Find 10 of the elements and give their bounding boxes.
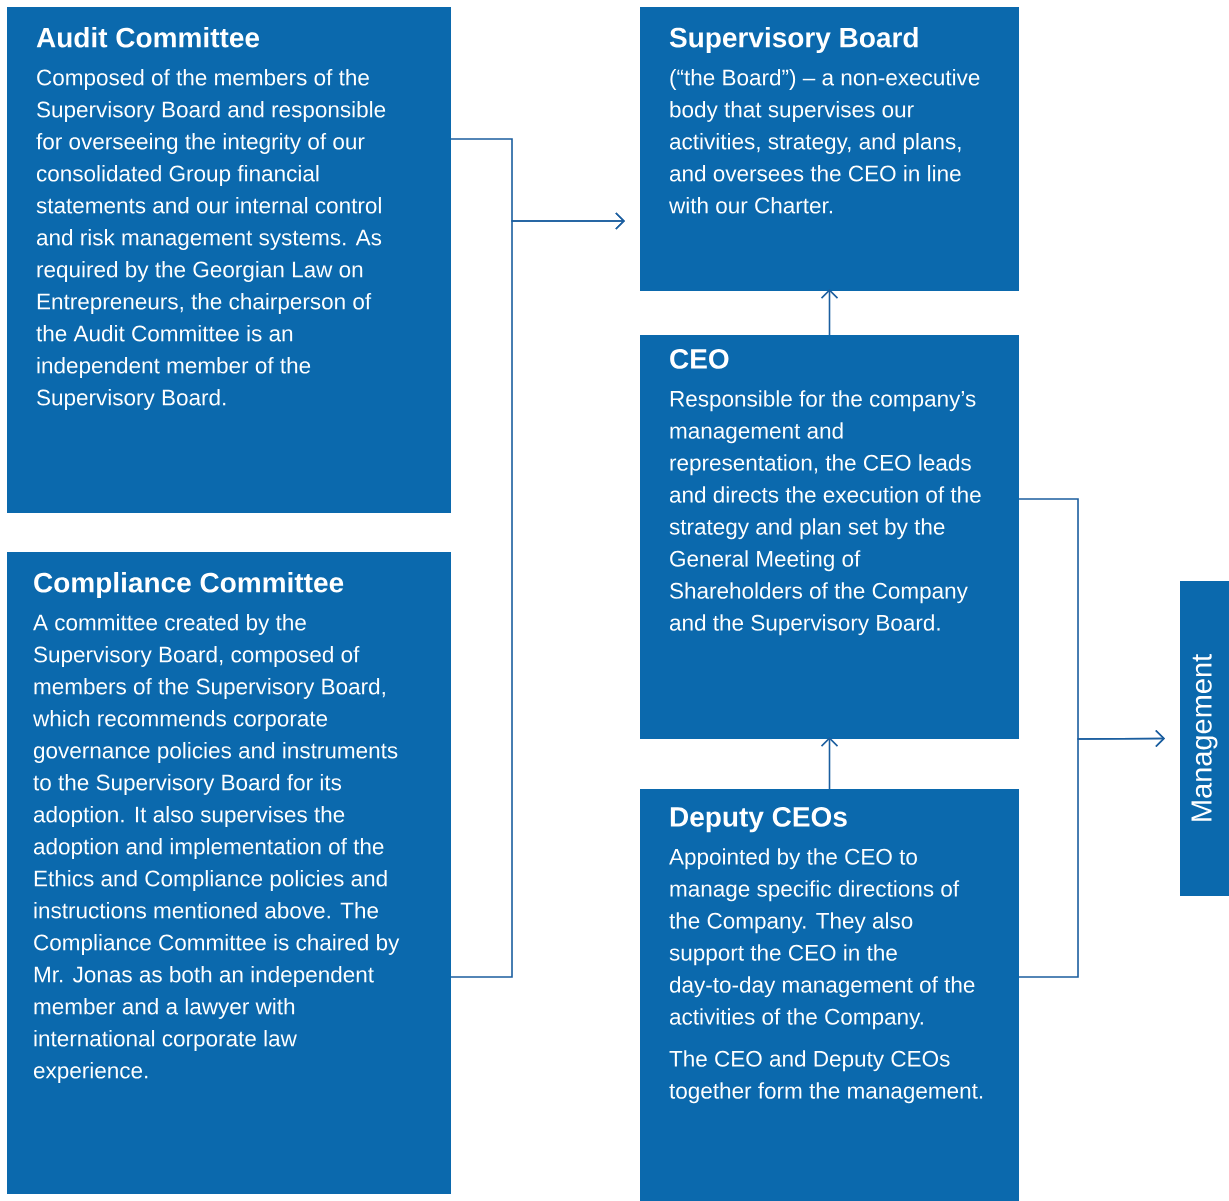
info-box: Compliance Committee A committee created by the Supervisory Board, composed of members of the Supervisory Board, which recommends corporate governance policies and instruments to the Supervisory Board for its adoption. It also supervises the adoption and implementation of the Ethics and Compliance policies and instructions mentioned above. The Compliance Committee is chaired by Mr. Jonas as both an independent member and a lawyer with international corporate law experience. xyxy=(7,552,451,1194)
info-box: Deputy CEOs Appointed by the CEO to manage specific directions of the Company. They also support the CEO in the day-to-day management of the activities of the Company. The CEO and Deputy CEOs together form the management. xyxy=(640,789,1019,1201)
info-box: Audit Committee Composed of the members of the Supervisory Board and responsible for overseeing the integrity of our consolidated Group financial statements and our internal control and risk management systems. As required by the Georgian Law on Entrepreneurs, the chairperson of the Audit Committee is an independent member of the Supervisory Board. xyxy=(7,7,451,513)
info-box: CEO Responsible for the company’s management and representation, the CEO leads and directs the execution of the strategy and plan set by the General Meeting of Shareholders of the Company and the Supervisory Board. xyxy=(640,335,1019,739)
arrow xyxy=(820,289,839,336)
info-box: Supervisory Board (“the Board”) – a non-executive body that supervises our activities, strategy, and plans, and oversees the CEO in line with our Charter. xyxy=(640,7,1019,291)
arrow xyxy=(1018,729,1165,978)
arrow xyxy=(450,212,625,978)
label-band: Management xyxy=(1180,581,1229,896)
arrow xyxy=(820,737,839,790)
